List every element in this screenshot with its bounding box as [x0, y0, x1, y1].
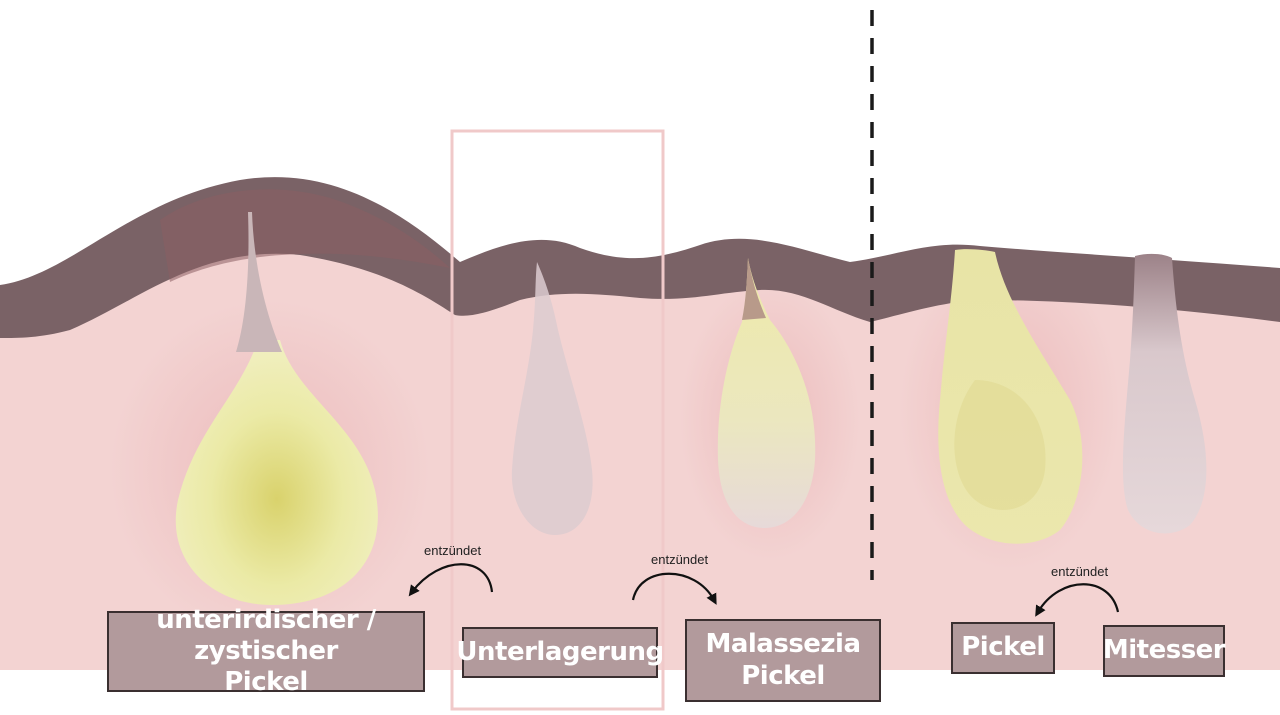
mitesser-follicle	[1122, 253, 1207, 534]
curved-arrow-left-icon	[408, 563, 494, 597]
label-mitesser: Mitesser	[1102, 625, 1226, 677]
malassezia-duct	[742, 258, 766, 320]
cystic-pimple-duct	[236, 212, 282, 352]
curved-arrow-right-icon	[631, 572, 717, 605]
unterlagerung-highlight-frame	[450, 129, 665, 711]
label-malassezia-line2: Pickel	[741, 660, 825, 691]
pickel-core	[954, 380, 1046, 510]
cystic-bump-shade	[160, 189, 450, 282]
label-cystic-line1: unterirdischer / zystischer	[156, 604, 376, 666]
label-cystic-pimple: unterirdischer / zystischer Pickel	[107, 605, 425, 697]
label-malassezia-pimple: Malassezia Pickel	[685, 619, 881, 702]
cystic-pimple	[175, 340, 378, 605]
annotation-entzuendet-left: entzündet	[424, 543, 482, 558]
annotation-entzuendet-right: entzündet	[1051, 564, 1109, 579]
unterlagerung-follicle	[511, 262, 593, 535]
malassezia-pimple	[717, 258, 816, 528]
label-mitesser-text: Mitesser	[1102, 635, 1226, 666]
label-unterlagerung-text: Unterlagerung	[456, 636, 664, 667]
pickel-pimple	[938, 249, 1083, 544]
label-unterlagerung: Unterlagerung	[456, 627, 664, 678]
curved-arrow-left-icon	[1035, 583, 1120, 617]
label-pickel: Pickel	[951, 622, 1055, 674]
label-pickel-text: Pickel	[961, 632, 1045, 663]
label-malassezia-line1: Malassezia	[705, 629, 861, 660]
label-cystic-line2: Pickel	[224, 667, 308, 698]
annotation-entzuendet-middle: entzündet	[651, 552, 709, 567]
